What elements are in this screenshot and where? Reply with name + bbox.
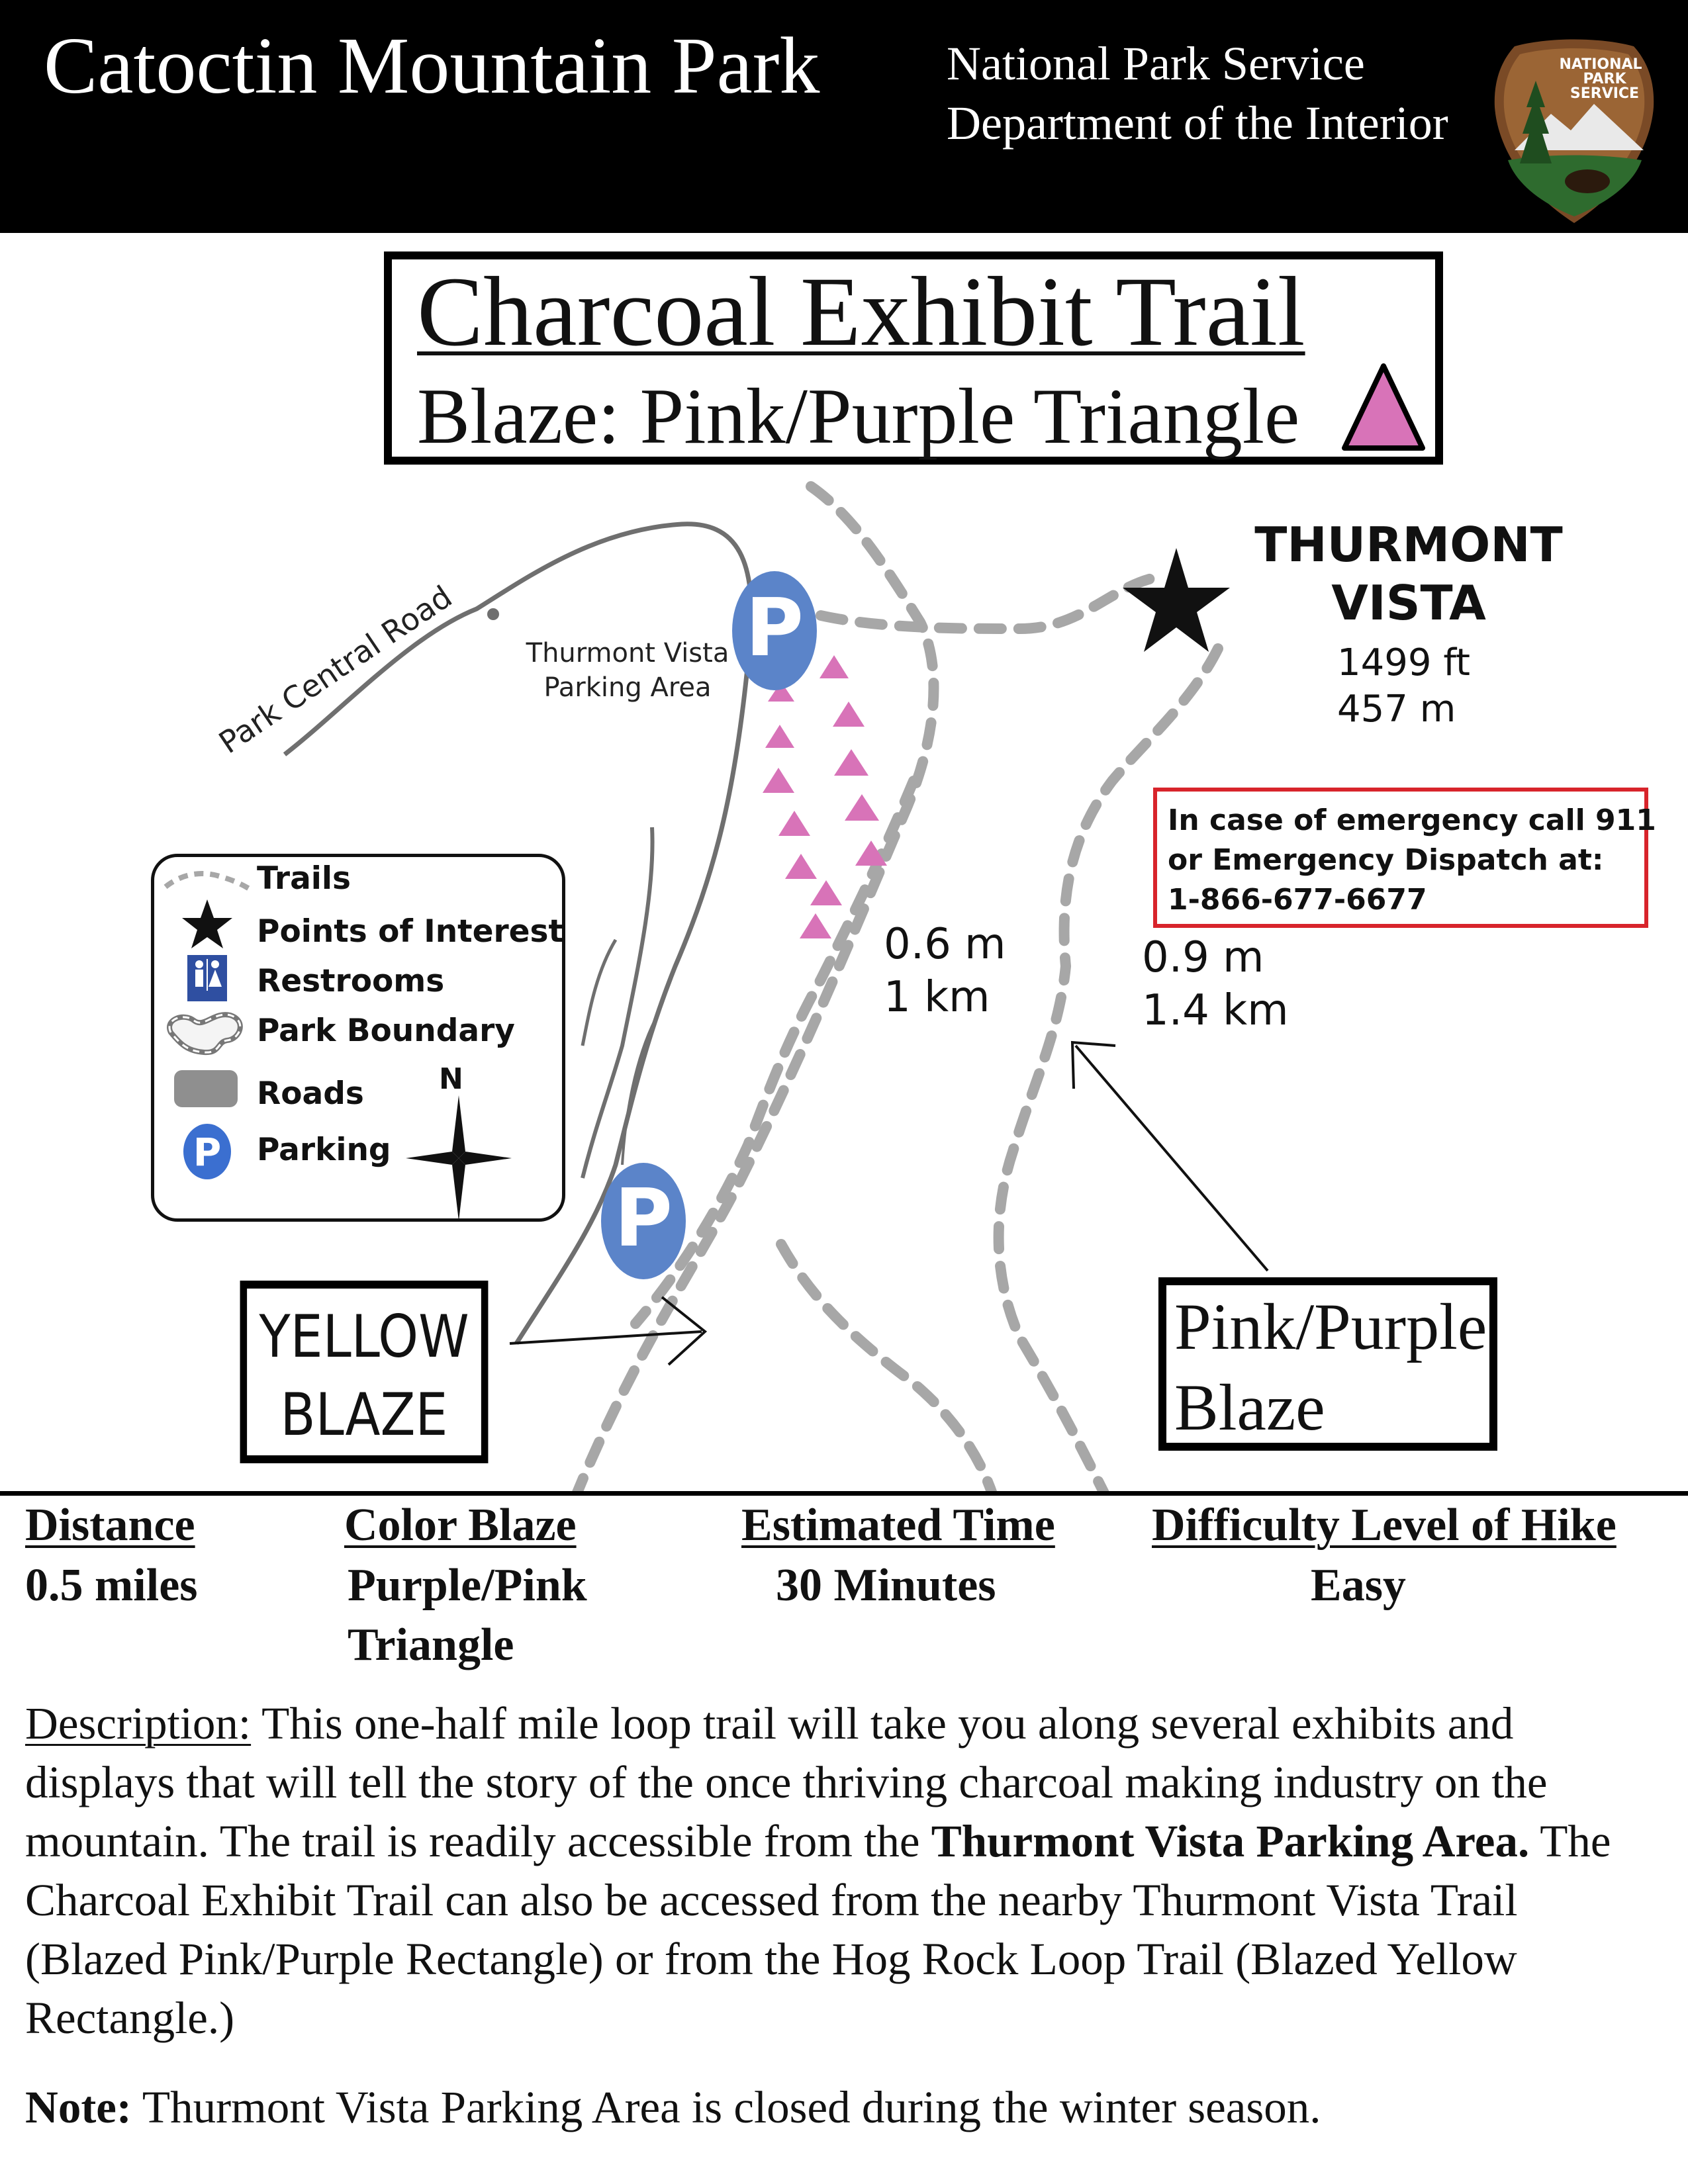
trail-segment xyxy=(776,1239,998,1496)
map-legend: Trails Points of Interest Restrooms Park… xyxy=(151,854,565,1222)
star-icon xyxy=(182,899,232,948)
parking-area-label-2: Parking Area xyxy=(543,672,711,703)
trail-note: Note: Thurmont Vista Parking Area is clo… xyxy=(25,2078,1667,2137)
emergency-line-2: or Emergency Dispatch at: xyxy=(1168,843,1604,877)
emergency-line-1: In case of emergency call 911 xyxy=(1168,803,1656,837)
trail-triangle-marker xyxy=(765,725,794,748)
trail-triangle-marker xyxy=(855,841,887,866)
estimated-time-value: 30 Minutes xyxy=(776,1560,996,1611)
road-node xyxy=(487,608,499,620)
trail-triangle-marker xyxy=(833,702,865,727)
distance-heading: Distance xyxy=(25,1500,195,1551)
estimated-time-heading: Estimated Time xyxy=(741,1500,1055,1551)
parking-icon: P xyxy=(183,1124,231,1179)
trail-triangle-marker xyxy=(785,854,817,879)
description-bold: Thurmont Vista Parking Area. xyxy=(931,1816,1530,1866)
distance-value: 0.5 miles xyxy=(25,1560,198,1611)
svg-text:P: P xyxy=(614,1173,673,1265)
description-label: Description: xyxy=(25,1698,252,1749)
pink-blaze-label: Pink/Purple Blaze xyxy=(1158,1277,1497,1451)
vista-elevation-ft: 1499 ft xyxy=(1337,641,1470,684)
trail-triangle-marker xyxy=(763,768,794,793)
nps-arrowhead-emblem: NATIONAL PARK SERVICE xyxy=(1494,39,1654,223)
pink-blaze-line-1: Pink/Purple xyxy=(1174,1290,1487,1363)
color-blaze-heading: Color Blaze xyxy=(344,1500,577,1551)
vista-star-icon xyxy=(1123,548,1230,652)
legend-label-trails: Trails xyxy=(257,860,351,897)
svg-text:P: P xyxy=(193,1130,222,1175)
trail-map: Park Central Road P P Thurmont Vista Par… xyxy=(212,481,1563,1496)
yellow-blaze-label: YELLOW BLAZE xyxy=(240,1281,489,1463)
park-title: Catoctin Mountain Park xyxy=(44,21,820,111)
note-label: Note: xyxy=(25,2082,132,2132)
trail-segment xyxy=(630,776,919,1329)
road-branch-3 xyxy=(621,1019,657,1165)
trail-segment xyxy=(993,643,1223,1496)
legend-label-restrooms: Restrooms xyxy=(257,963,445,999)
description-text-1: This one-half mile loop trail will take … xyxy=(25,1698,1548,1866)
compass-icon xyxy=(406,1095,512,1221)
trail-triangle-marker xyxy=(845,794,879,821)
description-text-2: The Charcoal Exhibit Trail can also be a… xyxy=(25,1816,1611,2043)
title-box xyxy=(384,251,1443,465)
trail-dash-icon xyxy=(164,871,254,893)
vista-name-2: VISTA xyxy=(1331,575,1486,631)
trail-description: Description: This one-half mile loop tra… xyxy=(25,1694,1667,2048)
emblem-text-national: NATIONAL xyxy=(1559,56,1642,73)
triangle-blaze-icon xyxy=(1342,363,1425,451)
trail-triangle-marker xyxy=(834,749,868,776)
parking-area-label-1: Thurmont Vista xyxy=(526,638,729,668)
emergency-phone: 1-866-677-6677 xyxy=(1168,883,1427,917)
parking-marker-lower: P xyxy=(601,1163,686,1279)
yellow-blaze-line-1: YELLOW xyxy=(259,1302,469,1371)
trail-segment xyxy=(816,570,1170,635)
legend-label-points: Points of Interest xyxy=(257,913,564,950)
vista-name-1: THURMONT xyxy=(1254,517,1563,572)
emblem-text-park: PARK xyxy=(1583,71,1626,87)
parking-marker-upper: P xyxy=(732,571,817,690)
agency-name: National Park Service xyxy=(947,37,1365,90)
note-text: Thurmont Vista Parking Area is closed du… xyxy=(131,2082,1321,2132)
boundary-icon xyxy=(167,1012,243,1056)
trail-segment xyxy=(571,481,939,1496)
compass-north-label: N xyxy=(439,1062,463,1096)
difficulty-value: Easy xyxy=(1311,1560,1406,1611)
pink-blaze-line-2: Blaze xyxy=(1174,1371,1325,1444)
distance-right-km: 1.4 km xyxy=(1142,986,1289,1035)
section-divider xyxy=(0,1491,1688,1496)
trail-triangle-marker xyxy=(810,880,842,905)
trail-triangle-marker xyxy=(778,811,810,836)
pink-blaze-arrow xyxy=(1070,1040,1269,1272)
legend-label-roads: Roads xyxy=(257,1075,364,1112)
road-branch-2 xyxy=(581,938,618,1046)
vista-elevation-m: 457 m xyxy=(1337,688,1456,731)
yellow-blaze-arrow xyxy=(509,1296,708,1366)
distance-left-km: 1 km xyxy=(884,973,990,1022)
triangle-blaze-markers xyxy=(763,655,887,938)
legend-label-boundary: Park Boundary xyxy=(257,1013,515,1049)
color-blaze-value-2: Triangle xyxy=(348,1619,514,1670)
distance-left-miles: 0.6 m xyxy=(884,920,1006,969)
road-branch-1 xyxy=(581,827,655,1179)
blaze-description: Blaze: Pink/Purple Triangle xyxy=(417,372,1300,460)
road-label: Park Central Road xyxy=(212,578,458,760)
difficulty-heading: Difficulty Level of Hike xyxy=(1152,1500,1617,1551)
header-bar xyxy=(0,0,1688,233)
distance-right-miles: 0.9 m xyxy=(1142,933,1264,982)
svg-text:P: P xyxy=(745,582,804,674)
trail-triangle-marker xyxy=(800,913,831,938)
restroom-icon xyxy=(187,955,227,1001)
emergency-info-box: In case of emergency call 911 or Emergen… xyxy=(1153,788,1656,928)
agency-department: Department of the Interior xyxy=(947,97,1448,150)
trail-network xyxy=(571,481,1223,1496)
road-icon xyxy=(174,1070,238,1107)
emblem-text-service: SERVICE xyxy=(1570,85,1639,102)
color-blaze-value-1: Purple/Pink xyxy=(348,1560,587,1611)
trail-triangle-marker xyxy=(820,655,849,678)
legend-label-parking: Parking xyxy=(257,1132,391,1168)
trail-triangle-marker xyxy=(768,682,794,702)
yellow-blaze-line-2: BLAZE xyxy=(280,1381,448,1449)
trail-name: Charcoal Exhibit Trail xyxy=(417,257,1305,367)
